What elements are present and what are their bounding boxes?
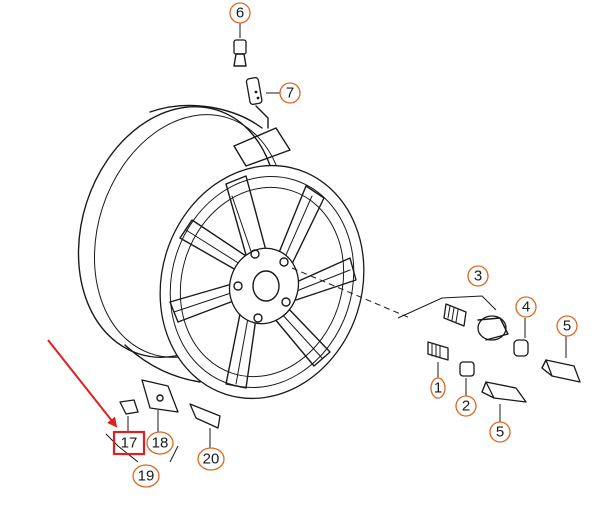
svg-text:3: 3	[474, 268, 482, 285]
wheel-rim	[77, 104, 365, 400]
callout-c18: 18	[146, 431, 174, 455]
balance-weight-parts	[105, 379, 221, 463]
svg-text:2: 2	[462, 398, 470, 415]
callout-c7: 7	[279, 82, 301, 104]
wheel-hub	[228, 247, 300, 325]
bracket-3	[397, 295, 497, 319]
callout-c4: 4	[515, 296, 537, 318]
tpms-sensor-parts	[427, 303, 581, 422]
highlighted-part-label: 17	[121, 435, 138, 452]
callout-c20: 20	[197, 447, 225, 471]
highlight-arrow	[47, 339, 118, 428]
callout-c5a: 5	[556, 315, 578, 337]
svg-text:7: 7	[286, 85, 294, 102]
valve-stem-assembly	[233, 22, 291, 167]
svg-text:1: 1	[434, 380, 442, 397]
svg-text:20: 20	[203, 451, 220, 468]
callout-c5b: 5	[489, 421, 511, 443]
assembly-axis-line	[291, 267, 411, 319]
callout-c17: 17	[112, 430, 146, 456]
wheel-spokes	[169, 175, 357, 389]
callout-c6: 6	[229, 2, 251, 24]
callout-c19: 19	[132, 464, 160, 488]
callout-c3: 3	[467, 265, 489, 287]
svg-text:5: 5	[496, 424, 504, 441]
svg-text:6: 6	[236, 5, 244, 22]
svg-text:5: 5	[563, 318, 571, 335]
callout-c2: 2	[455, 395, 477, 417]
svg-text:18: 18	[152, 435, 169, 452]
svg-text:19: 19	[138, 468, 155, 485]
svg-text:4: 4	[522, 299, 530, 316]
highlight-box	[112, 430, 146, 456]
callout-c1: 1	[430, 377, 446, 399]
